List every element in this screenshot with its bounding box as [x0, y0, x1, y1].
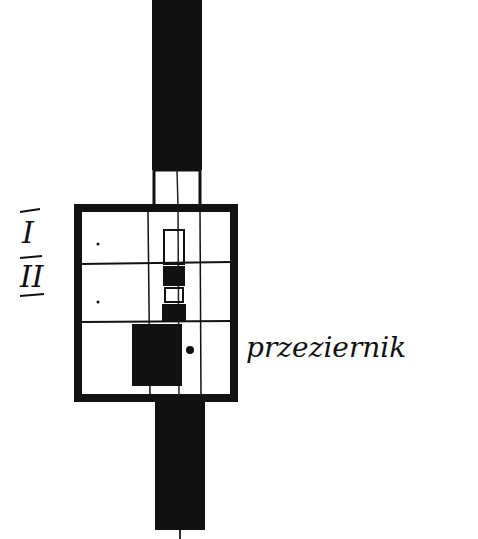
section-numeral: II	[20, 262, 44, 292]
inner-tube	[165, 288, 183, 302]
lower-pipe	[155, 402, 205, 530]
grid-line	[80, 321, 232, 322]
grid-line	[80, 262, 232, 264]
upper-pipe	[152, 0, 202, 170]
dot	[97, 301, 100, 304]
pipe-ring	[154, 170, 200, 206]
sight-glass-housing	[78, 208, 234, 398]
float-element	[163, 266, 185, 286]
grid-line	[200, 212, 201, 395]
dot	[97, 243, 100, 246]
part-name: przeziernik	[246, 334, 406, 362]
dot	[186, 346, 194, 354]
float-element	[162, 304, 186, 322]
inner-tube	[164, 230, 184, 264]
section-numeral: I	[22, 218, 34, 248]
numeral-stroke	[20, 294, 44, 296]
axis-line	[177, 170, 178, 206]
float-element	[132, 324, 182, 386]
numeral-stroke	[20, 209, 40, 212]
axis-line	[179, 530, 181, 539]
numeral-stroke	[20, 256, 42, 258]
